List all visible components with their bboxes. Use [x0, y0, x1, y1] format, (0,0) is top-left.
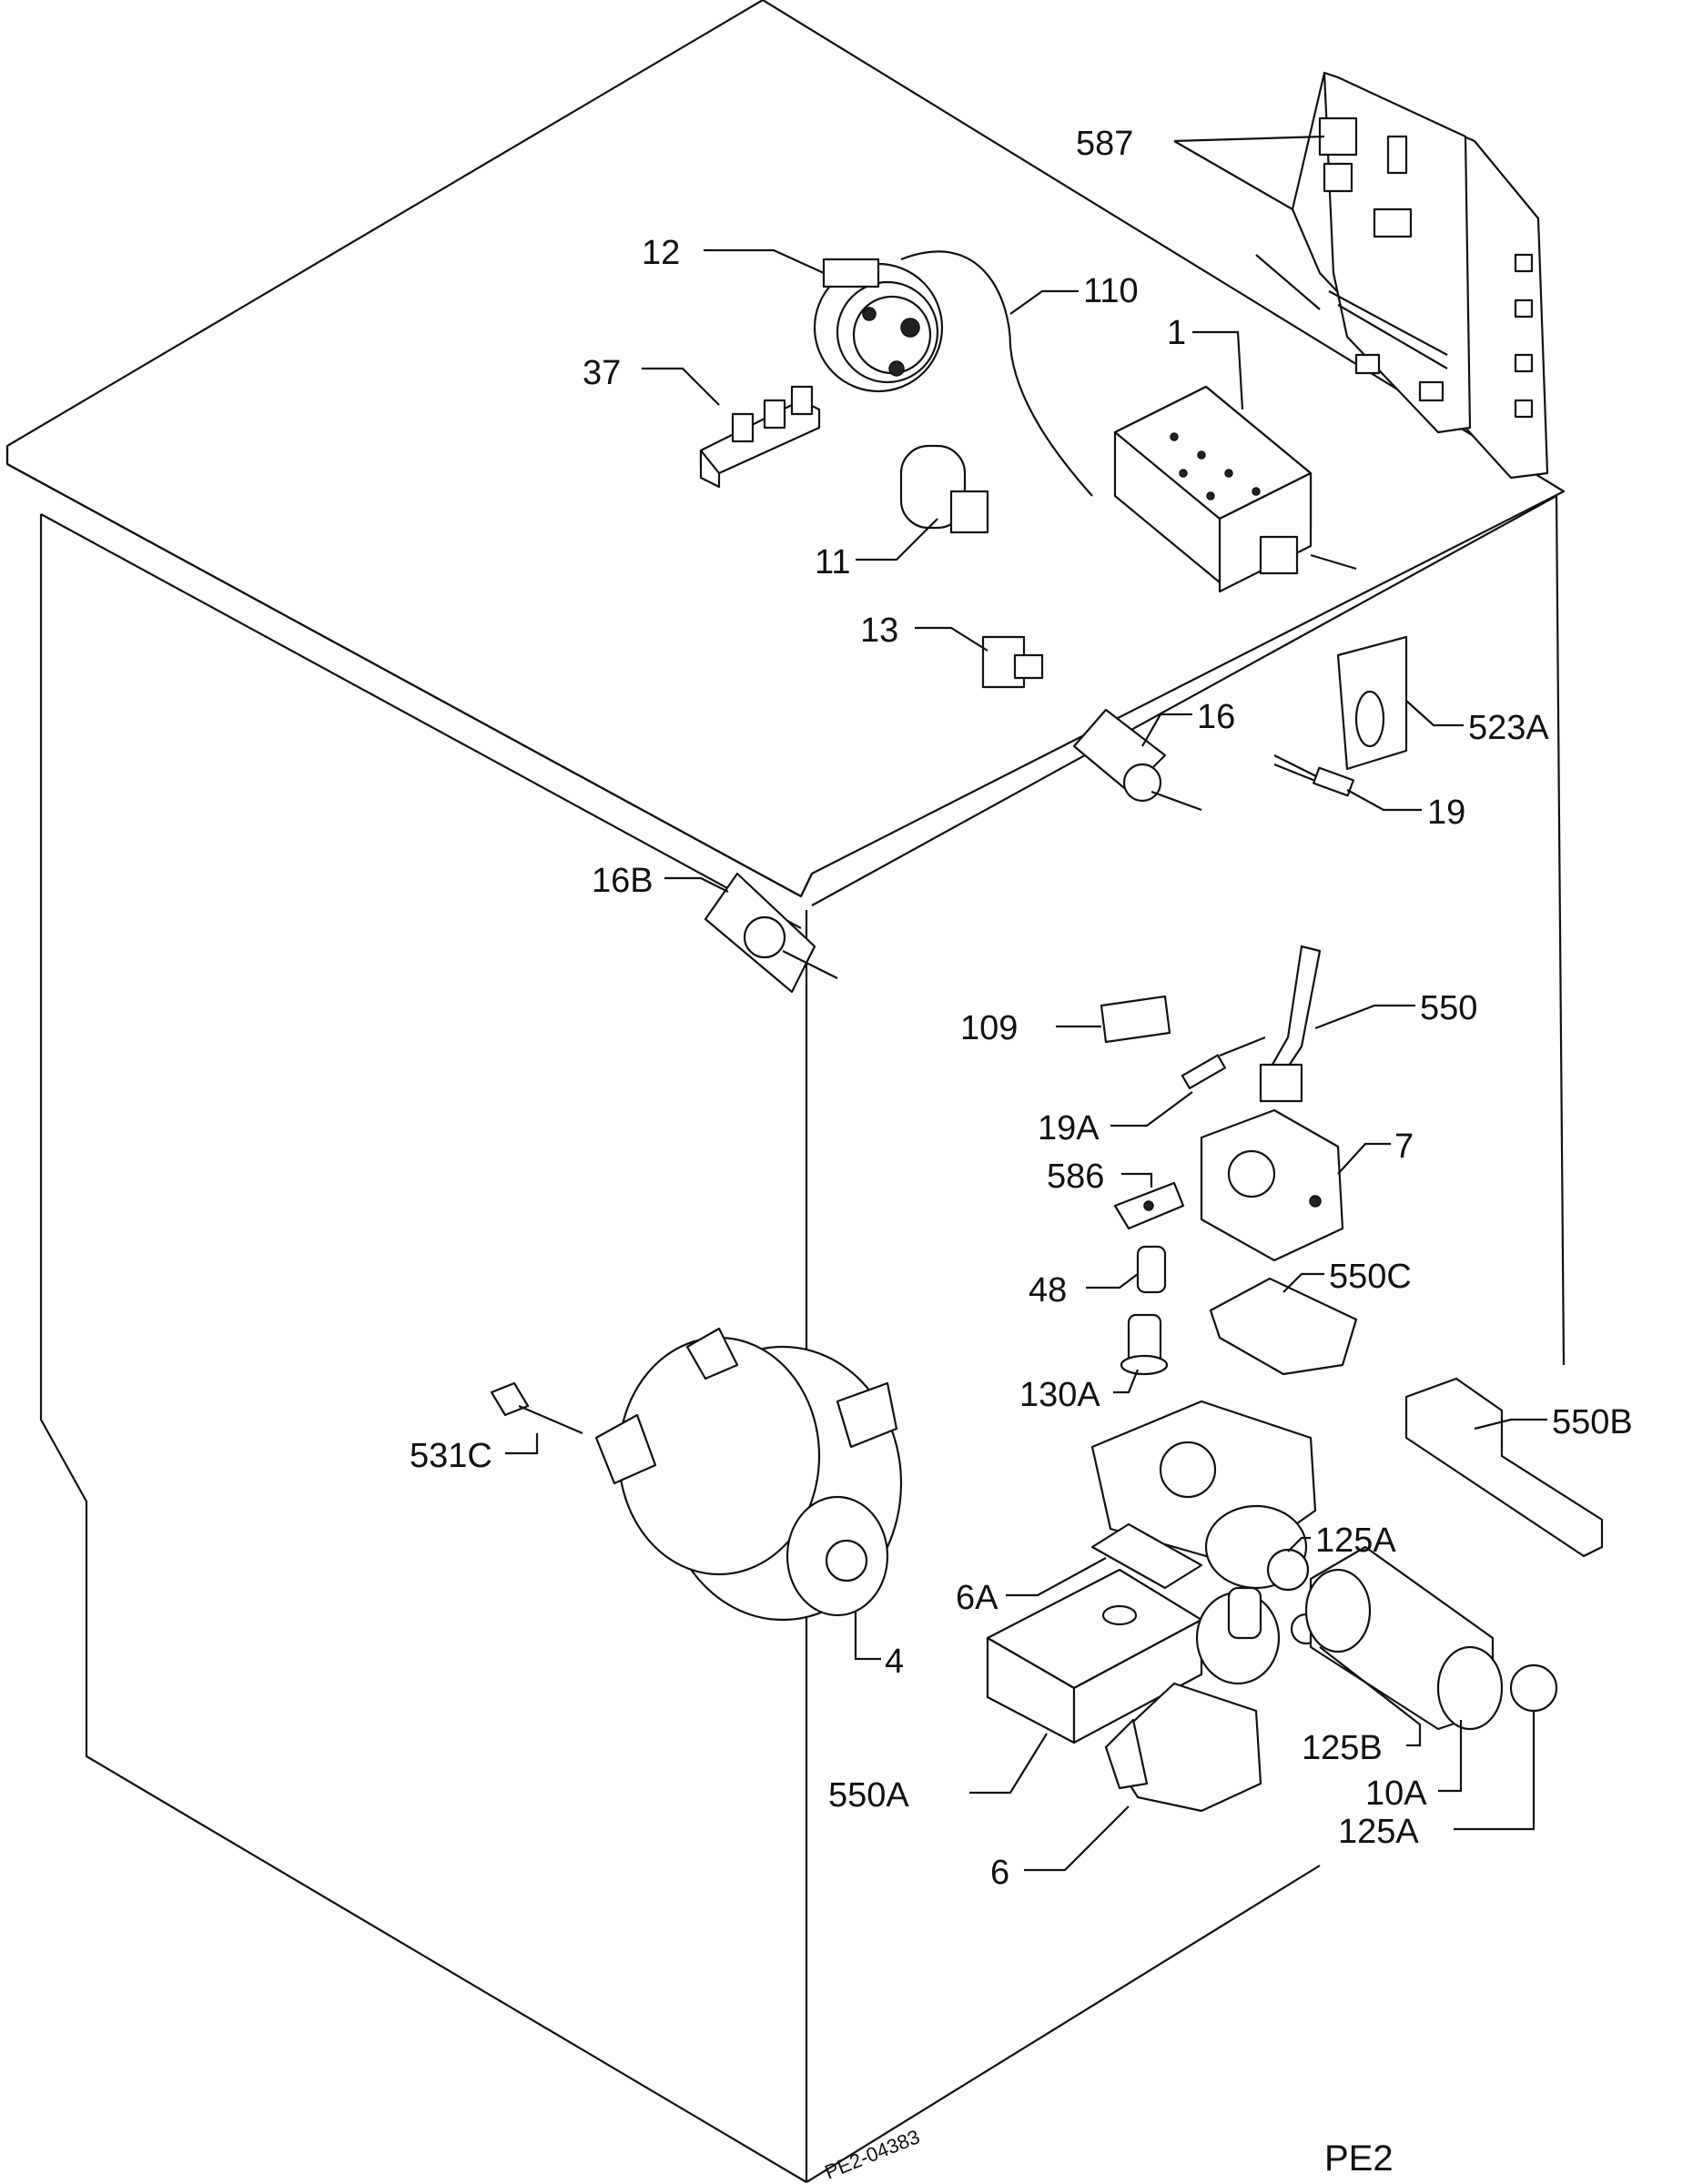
screw-531c — [492, 1383, 583, 1433]
label-550b: 550B — [1552, 1403, 1633, 1441]
label-125a-bottom: 125A — [1338, 1813, 1419, 1851]
cover-550c — [1211, 1279, 1356, 1374]
bracket-37 — [701, 387, 819, 487]
programmer-1 — [1115, 387, 1356, 592]
part-130a — [1121, 1315, 1167, 1374]
part-586 — [1115, 1183, 1183, 1228]
cap-109 — [1101, 996, 1170, 1042]
label-586: 586 — [1047, 1158, 1104, 1196]
leader-lines — [505, 136, 1547, 1870]
part-48 — [1138, 1247, 1165, 1292]
label-6a: 6A — [956, 1579, 998, 1617]
label-125a-top: 125A — [1315, 1522, 1396, 1560]
hose-110 — [901, 251, 1092, 496]
label-550c: 550C — [1329, 1258, 1412, 1296]
control-panel-587 — [1292, 73, 1547, 478]
label-125b: 125B — [1302, 1729, 1383, 1767]
label-550a: 550A — [828, 1776, 909, 1815]
cover-550a — [988, 1570, 1201, 1743]
label-109: 109 — [960, 1009, 1018, 1047]
label-4: 4 — [885, 1643, 904, 1681]
drain-pump-6 — [1106, 1588, 1279, 1811]
label-587: 587 — [1076, 125, 1133, 163]
motor-4 — [596, 1329, 901, 1620]
label-130a: 130A — [1019, 1376, 1100, 1414]
hose-10a — [1306, 1547, 1502, 1729]
pump-body-7 — [1201, 1110, 1343, 1260]
label-19a: 19A — [1038, 1109, 1100, 1148]
callout-labels: 587 12 110 1 37 11 13 16 523A 19 16B 550… — [410, 125, 1633, 1892]
label-110: 110 — [1083, 272, 1139, 310]
label-12: 12 — [642, 234, 680, 272]
label-10a: 10A — [1365, 1774, 1427, 1813]
gasket-125a-bottom — [1511, 1665, 1556, 1711]
capacitor-11 — [901, 446, 988, 532]
label-16: 16 — [1197, 698, 1235, 736]
bracket-6a — [1092, 1524, 1201, 1588]
drawing-code: PE2-04383 — [822, 2125, 923, 2183]
label-37: 37 — [583, 354, 621, 392]
label-1: 1 — [1167, 314, 1186, 352]
switch-16 — [1074, 710, 1201, 810]
label-531c: 531C — [410, 1437, 492, 1475]
gasket-125a-top — [1268, 1550, 1308, 1590]
label-19: 19 — [1427, 794, 1465, 832]
rail-550b — [1406, 1379, 1602, 1556]
switch-16b — [705, 874, 837, 992]
sheet-code: PE2 — [1324, 2138, 1394, 2179]
sensor-19a — [1182, 1037, 1265, 1088]
label-11: 11 — [815, 543, 850, 581]
pressure-switch-12 — [815, 259, 942, 391]
cabinet-outline — [7, 0, 1564, 2182]
plate-523a — [1338, 637, 1406, 769]
label-523a: 523A — [1468, 709, 1549, 747]
label-16b: 16B — [592, 862, 654, 900]
switch-13 — [983, 637, 1042, 687]
label-13: 13 — [860, 612, 898, 650]
label-7: 7 — [1394, 1127, 1414, 1166]
label-48: 48 — [1029, 1271, 1067, 1309]
sensor-19 — [1274, 755, 1353, 795]
label-6: 6 — [990, 1854, 1009, 1892]
label-550: 550 — [1420, 989, 1477, 1027]
heater-550 — [1261, 946, 1320, 1101]
